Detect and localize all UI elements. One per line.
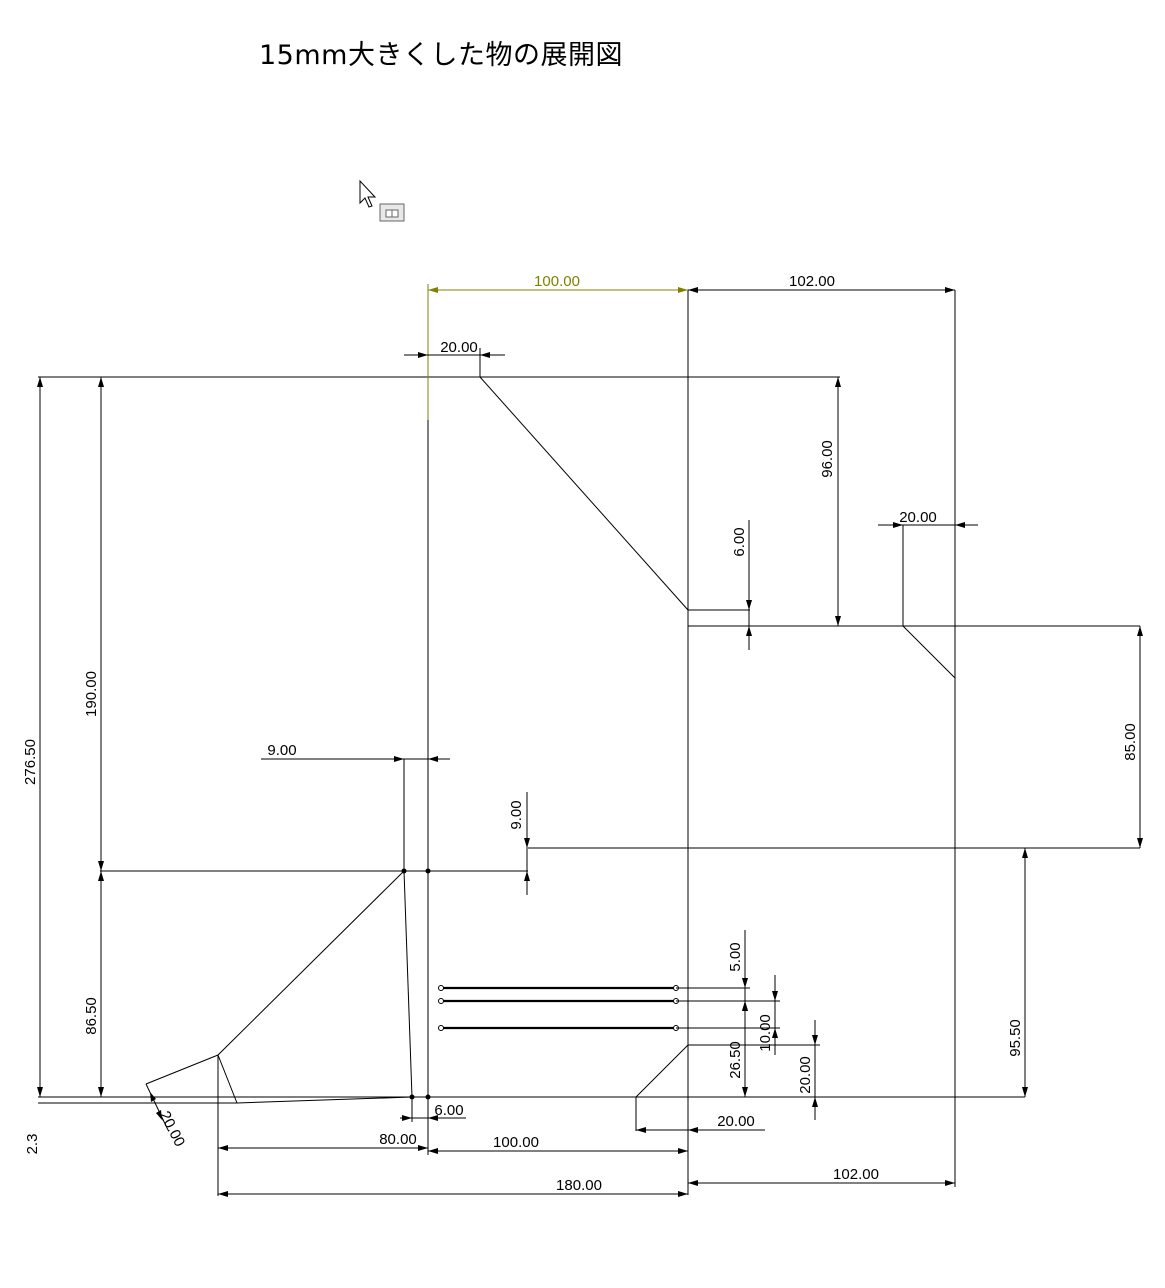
flap-diagonal <box>217 870 405 1056</box>
flap-inner-edge <box>403 870 413 1098</box>
dim-left-lower-height: 86.50 <box>83 997 100 1035</box>
flap-bottom-edge <box>236 1096 413 1104</box>
dim-top-width-selected: 100.00 <box>534 273 580 290</box>
flap-angle-leader <box>145 1054 219 1085</box>
page-title: 15mm大きくした物の展開図 <box>259 40 623 71</box>
dim-bottom-offset: 2.3 <box>24 1134 41 1155</box>
dim-slot-gap-1: 5.00 <box>727 942 744 971</box>
dim-right-upper-height: 96.00 <box>819 440 836 478</box>
outline <box>38 290 1140 1195</box>
dim-bottom-mid-width: 100.00 <box>493 1134 539 1151</box>
dim-flap-angle-length: 20.00 <box>156 1108 188 1149</box>
dim-right-small-gap: 6.00 <box>731 527 748 556</box>
right-tab-diagonal <box>902 625 956 679</box>
dim-top-notch-width: 20.00 <box>440 339 478 356</box>
corner-diagonal <box>635 1044 689 1098</box>
dim-bottom-right-width: 102.00 <box>833 1166 879 1183</box>
dim-right-tab-width: 20.00 <box>899 509 937 526</box>
dim-left-total-height: 276.50 <box>22 739 39 785</box>
dim-right-lower-height: 95.50 <box>1007 1019 1024 1057</box>
dim-left-upper-height: 190.00 <box>83 671 100 717</box>
dim-bottom-small-gap: 6.00 <box>434 1102 463 1119</box>
top-diagonal <box>479 376 689 611</box>
mouse-pointer-icon <box>359 179 377 208</box>
flap-tip-edge <box>217 1054 238 1104</box>
dim-slot-gap-3: 26.50 <box>727 1041 744 1079</box>
dim-bottom-left-width: 80.00 <box>379 1131 417 1148</box>
dim-top-width-right: 102.00 <box>789 273 835 290</box>
dim-mid-offset-vertical: 9.00 <box>508 800 525 829</box>
dim-slot-gap-2: 10.00 <box>757 1014 774 1052</box>
dim-bottom-total-width: 180.00 <box>556 1177 602 1194</box>
dim-right-panel-height: 85.00 <box>1122 723 1139 761</box>
dim-mid-offset-horizontal: 9.00 <box>267 742 296 759</box>
window-select-icon <box>379 203 405 222</box>
dim-corner-width: 20.00 <box>717 1113 755 1130</box>
dim-corner-height: 20.00 <box>797 1056 814 1094</box>
dimensions: 100.00 102.00 20.00 96.00 6.00 20.00 <box>22 273 1143 1197</box>
